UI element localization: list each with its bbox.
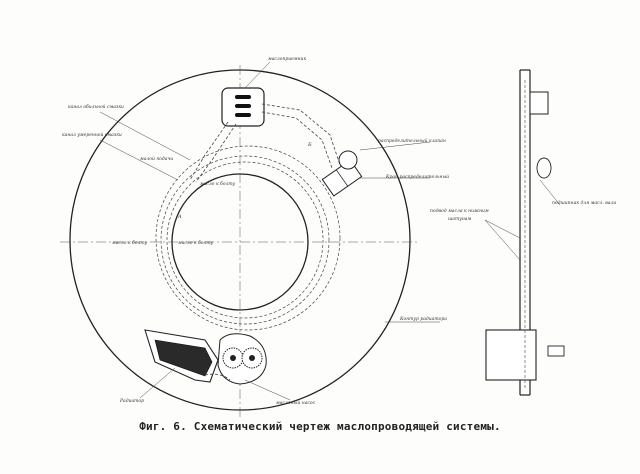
oil-ring-inner bbox=[166, 161, 324, 319]
intake-slot-2 bbox=[235, 104, 251, 108]
intake-slot-1 bbox=[235, 95, 251, 99]
side-view bbox=[484, 69, 565, 396]
mark-b: Б bbox=[307, 142, 312, 148]
mark-a: A bbox=[177, 214, 182, 220]
label-far-right: подшипник для масл. вала bbox=[552, 200, 616, 206]
oil-ring-outer bbox=[155, 145, 341, 331]
leader-top bbox=[244, 61, 271, 89]
label-right-side-2: шатунам bbox=[448, 217, 471, 222]
radiator-core bbox=[154, 339, 213, 377]
label-top: маслоприемник bbox=[268, 57, 306, 62]
label-upper-left-1: канал обильной смазки bbox=[68, 103, 124, 110]
intake-slot-3 bbox=[235, 113, 251, 117]
figure-caption: Фиг. 6. Схематический чертеж маслопровод… bbox=[139, 420, 501, 433]
intake-pipe-left bbox=[189, 121, 229, 181]
intake-pipe-left-2 bbox=[195, 123, 237, 183]
label-left-side: масло к болту bbox=[112, 239, 148, 246]
leader-pump bbox=[244, 379, 291, 401]
label-upper-left-2: канал умеренной смазки bbox=[62, 132, 122, 138]
leader-right-valve bbox=[359, 141, 431, 151]
radiator-pipe bbox=[204, 373, 231, 381]
label-right-tap: Кран распределительный bbox=[385, 174, 449, 180]
label-pump: масляный насос bbox=[276, 400, 316, 406]
pump-gear-right-hub bbox=[249, 355, 255, 361]
label-mid-inner-1: масло к болту bbox=[200, 180, 236, 187]
distribution-valve bbox=[321, 159, 363, 197]
label-upper-left-3: малой подачи bbox=[140, 156, 173, 162]
label-right-valve: распределительный клапан bbox=[378, 138, 446, 144]
leader-radiator bbox=[139, 367, 176, 399]
label-right-side-1: подвод масла к нижним bbox=[430, 208, 489, 214]
intake-pipe-right bbox=[261, 103, 341, 166]
label-radiator: Радиатор bbox=[119, 398, 144, 404]
intake-pipe-right-2 bbox=[261, 111, 333, 169]
leader-upper-left-2 bbox=[99, 139, 179, 181]
pump-gear-left-hub bbox=[230, 355, 236, 361]
label-rim: Контур радиатора bbox=[399, 316, 447, 322]
oil-ring-mid bbox=[160, 155, 330, 325]
valve-head bbox=[338, 150, 358, 170]
label-mid-inner-2: масло к болту bbox=[178, 239, 214, 246]
leader-upper-left-1 bbox=[99, 111, 191, 161]
